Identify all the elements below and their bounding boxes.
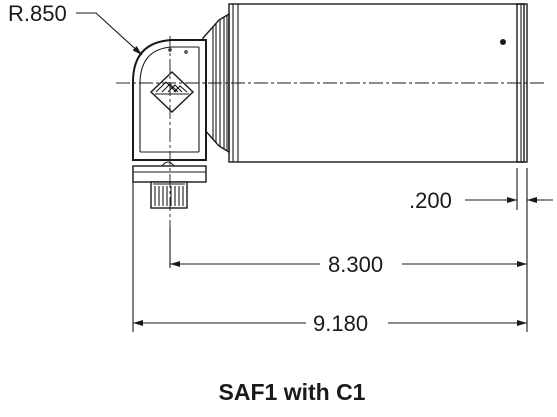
overall-length-label: 9.180	[313, 311, 368, 336]
connector	[132, 161, 207, 209]
extension-lines	[132, 168, 528, 332]
radius-label: R.850	[8, 1, 67, 26]
body-length-label: 8.300	[328, 252, 383, 277]
overall-length-dimension: 9.180	[133, 311, 527, 336]
drawing-caption: SAF1 with C1	[219, 379, 366, 405]
elbow-housing	[132, 39, 207, 161]
cylinder-dot	[500, 39, 506, 45]
body-length-dimension: 8.300	[170, 252, 527, 277]
radius-dimension: R.850	[8, 1, 143, 56]
gap-label: .200	[409, 188, 452, 213]
centerlines	[116, 36, 545, 228]
gap-dimension: .200	[409, 188, 553, 213]
